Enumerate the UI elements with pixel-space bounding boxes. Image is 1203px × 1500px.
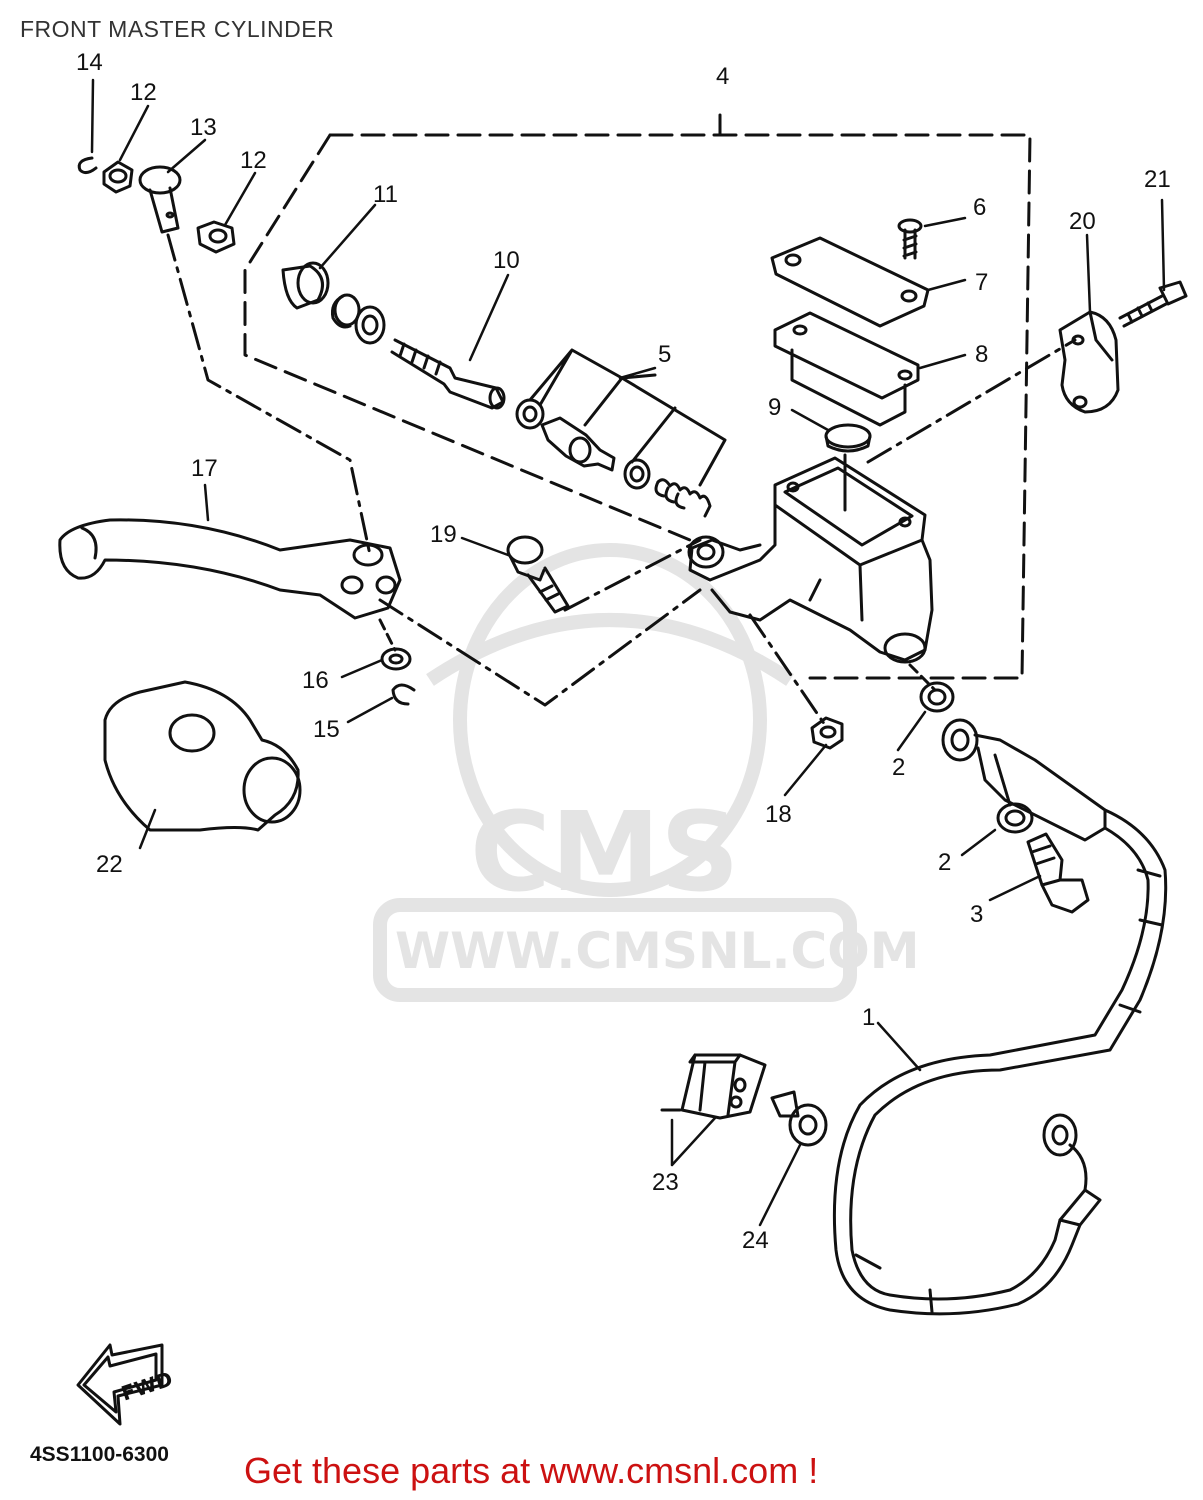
leader-washer-16: [378, 618, 397, 652]
fwd-label: FWD: [118, 1367, 175, 1406]
callout-23: 23: [652, 1169, 679, 1196]
hose-clamp-part: [660, 1053, 767, 1120]
washer-part: [388, 653, 404, 665]
callout-7: 7: [975, 269, 988, 296]
lever-cover-part: [103, 680, 302, 832]
callout-10: 10: [493, 247, 520, 274]
callout-17: 17: [191, 455, 218, 482]
callout-24: 24: [742, 1227, 769, 1254]
washer-part: [354, 305, 386, 345]
page-title: FRONT MASTER CYLINDER: [20, 16, 335, 42]
callout-20: 20: [1069, 208, 1096, 235]
callout-6: 6: [973, 194, 986, 221]
diagram-code: 4SS1100-6300: [30, 1443, 169, 1466]
promo-link[interactable]: Get these parts at www.cmsnl.com !: [244, 1450, 819, 1491]
callout-14: 14: [76, 49, 103, 76]
callout-2: 2: [892, 754, 905, 781]
bolt-part: [1118, 280, 1188, 328]
push-rod-part: [390, 338, 506, 410]
callout-12b: 12: [240, 147, 267, 174]
callout-12: 12: [130, 79, 157, 106]
bolt-24-part: [770, 1090, 828, 1147]
callout-9: 9: [768, 394, 781, 421]
nut-part: [102, 160, 134, 194]
diaphragm-part: [773, 311, 920, 427]
leader-bolt-19: [563, 538, 702, 612]
holder-part: [1058, 310, 1120, 414]
reservoir-cap-part: [770, 236, 930, 328]
callout-leaders: [90, 78, 1166, 1227]
watermark: [373, 543, 857, 1002]
washer-part: [380, 647, 412, 671]
assembly-boundary: [243, 113, 1032, 680]
boot-part: [281, 261, 330, 310]
circlip-part: [333, 293, 361, 327]
watermark-mascot-hat: [426, 613, 794, 686]
callout-2b: 2: [938, 849, 951, 876]
callout-numbers: 1 2 2 3 4 5 6 7 8 9 10 11 12 12 13 14 15…: [76, 49, 1171, 1254]
leader-lever: [378, 588, 702, 707]
callout-3: 3: [970, 901, 983, 928]
copper-washer-part: [919, 681, 955, 713]
pivot-bolt-19-part: [506, 535, 570, 614]
master-cylinder-body: [687, 453, 934, 664]
callout-11: 11: [373, 181, 398, 208]
pivot-bolt-part: [138, 165, 182, 234]
nut-18-part: [810, 716, 844, 750]
nut-part: [196, 220, 236, 254]
washer-part: [361, 314, 379, 336]
leader-washer-2: [908, 663, 937, 692]
clip-part: [77, 156, 98, 175]
leader-holder-20: [866, 338, 1077, 464]
brake-lever-part: [58, 518, 402, 620]
callout-16: 16: [302, 667, 329, 694]
copper-washer-part: [996, 802, 1034, 834]
watermark-url-box: [373, 898, 857, 1002]
callout-21: 21: [1144, 166, 1171, 193]
watermark-url: WWW.CMSNL.COM: [395, 922, 920, 980]
callout-13: 13: [190, 114, 217, 141]
leader-pin: [166, 233, 372, 557]
leader-nut-18: [748, 613, 827, 727]
piston-kit-part: [515, 348, 727, 518]
callout-15: 15: [313, 716, 340, 743]
callout-5: 5: [658, 341, 671, 368]
callout-4: 4: [716, 63, 729, 90]
callout-1: 1: [862, 1004, 875, 1031]
forward-arrow-icon: [76, 1343, 164, 1426]
callout-18: 18: [765, 801, 792, 828]
watermark-mascot-outline: [453, 543, 767, 897]
union-bolt-part: [1026, 832, 1090, 914]
callout-8: 8: [975, 341, 988, 368]
watermark-brand: CMS: [470, 788, 739, 916]
screw-part: [897, 218, 923, 260]
brake-hose-part: [832, 718, 1168, 1316]
float-part: [824, 423, 872, 453]
callout-19: 19: [430, 521, 457, 548]
callout-22: 22: [96, 851, 123, 878]
clip-part: [391, 683, 416, 706]
